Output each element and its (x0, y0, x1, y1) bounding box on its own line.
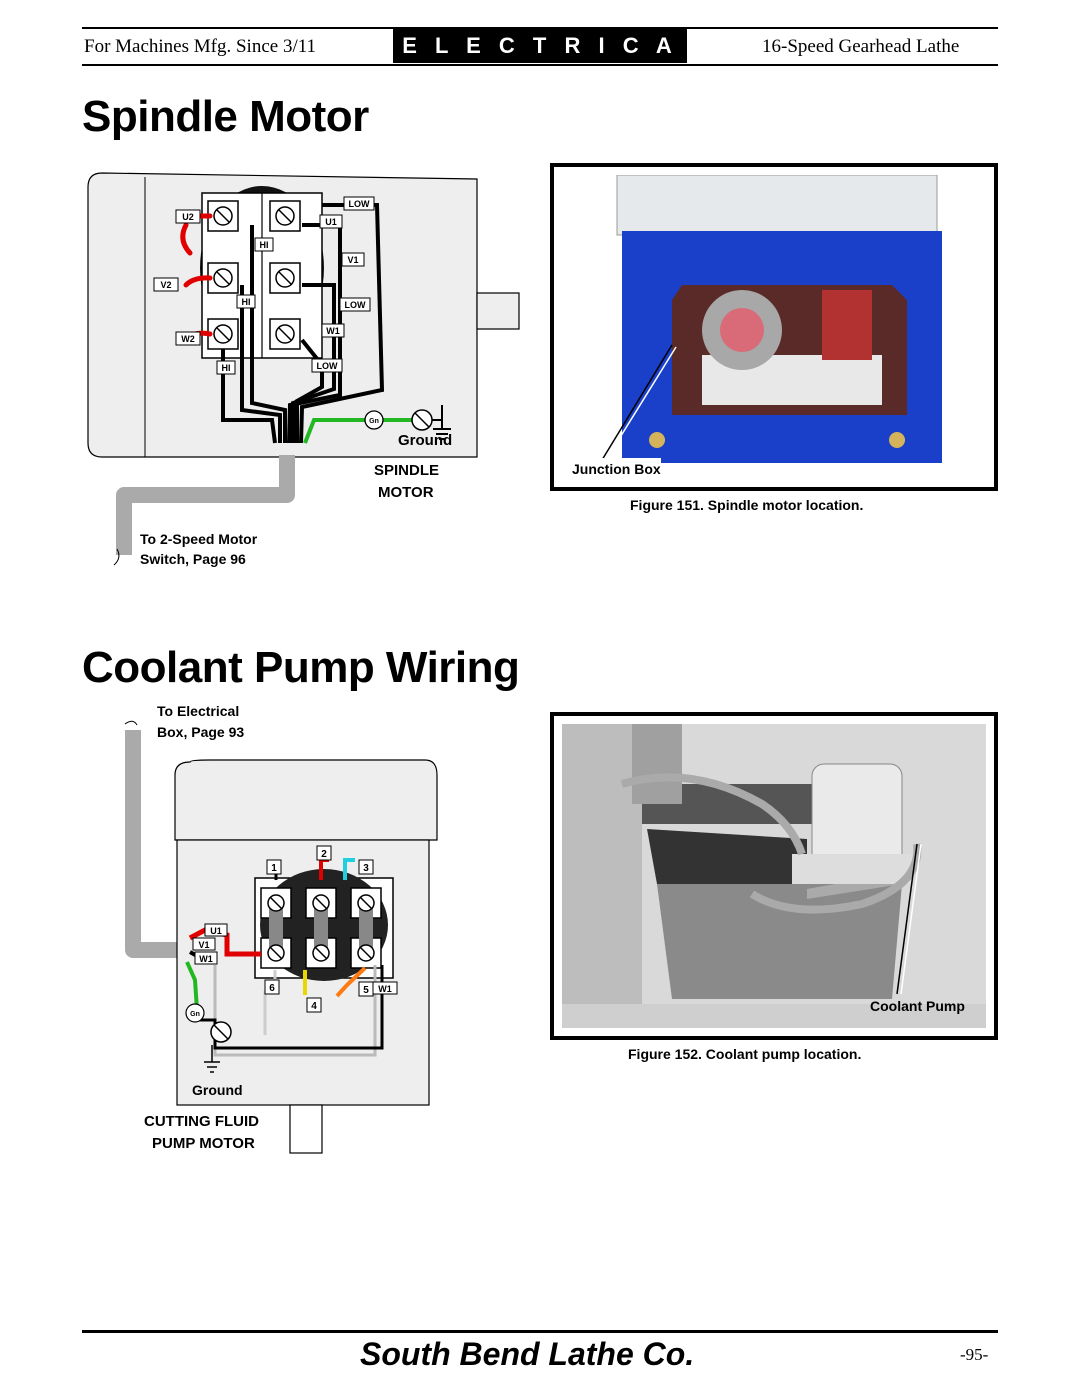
pump-term-5: 5 (363, 985, 369, 996)
coolant-ground-label: Ground (192, 1082, 243, 1098)
term-low-2: LOW (345, 300, 366, 310)
coolant-pump-callout: Coolant Pump (870, 998, 965, 1014)
term-w2: W2 (181, 334, 195, 344)
footer-rule (82, 1330, 998, 1333)
pump-v1: V1 (198, 940, 209, 950)
header-rule-bottom (82, 64, 998, 66)
term-low-3: LOW (317, 361, 338, 371)
coolant-motor-label-2: PUMP MOTOR (152, 1135, 255, 1152)
term-gn: Gn (369, 418, 379, 425)
pump-w1-right: W1 (378, 984, 392, 994)
pump-term-1: 1 (271, 863, 277, 874)
spindle-switch-label-2: Switch, Page 96 (140, 551, 246, 567)
term-hi-2: HI (242, 297, 251, 307)
term-w1: W1 (326, 326, 340, 336)
coolant-wiring-diagram: 1 2 3 4 5 6 U1 V1 W1 W1 Gn (124, 720, 438, 1154)
spindle-wiring-diagram: U2 V2 W2 U1 V1 W1 HI HI HI LOW LOW LOW G… (87, 172, 520, 566)
pump-gn: Gn (190, 1011, 200, 1018)
spindle-photo: Junction Box (562, 175, 986, 479)
pump-w1: W1 (199, 954, 213, 964)
header-left: For Machines Mfg. Since 3/11 (84, 36, 317, 57)
figure-151-caption: Figure 151. Spindle motor location. (630, 497, 864, 513)
spindle-switch-label-1: To 2-Speed Motor (140, 531, 258, 547)
pump-term-4: 4 (311, 1001, 317, 1012)
pump-term-3: 3 (363, 863, 369, 874)
coolant-photo-frame: Coolant Pump (550, 712, 998, 1040)
coolant-box-label-2: Box, Page 93 (157, 724, 245, 740)
coolant-motor-label-1: CUTTING FLUID (144, 1113, 259, 1130)
spindle-ground-label: Ground (398, 432, 453, 449)
spindle-title: Spindle Motor (82, 92, 369, 141)
term-v2: V2 (160, 280, 171, 290)
coolant-photo: Coolant Pump (562, 724, 986, 1028)
header-rule-top (82, 27, 998, 29)
header-section-band: E L E C T R I C A L (393, 29, 687, 92)
pump-u1: U1 (210, 926, 222, 936)
term-u2: U2 (182, 212, 194, 222)
pump-term-2: 2 (321, 849, 327, 860)
page-number: -95- (960, 1345, 989, 1364)
junction-box-callout: Junction Box (572, 458, 661, 479)
term-hi-3: HI (222, 363, 231, 373)
term-hi-1: HI (260, 240, 269, 250)
pump-term-6: 6 (269, 983, 275, 994)
term-low-1: LOW (349, 199, 370, 209)
figure-152-caption: Figure 152. Coolant pump location. (628, 1046, 862, 1062)
term-v1: V1 (347, 255, 358, 265)
footer-brand: South Bend Lathe Co. (360, 1336, 695, 1372)
term-u1: U1 (325, 217, 337, 227)
coolant-title: Coolant Pump Wiring (82, 643, 520, 692)
header-right: 16-Speed Gearhead Lathe (762, 36, 960, 57)
spindle-motor-label-2: MOTOR (378, 484, 434, 501)
spindle-motor-label-1: SPINDLE (374, 462, 440, 479)
coolant-box-label-1: To Electrical (157, 703, 240, 719)
spindle-photo-frame: Junction Box (550, 163, 998, 491)
